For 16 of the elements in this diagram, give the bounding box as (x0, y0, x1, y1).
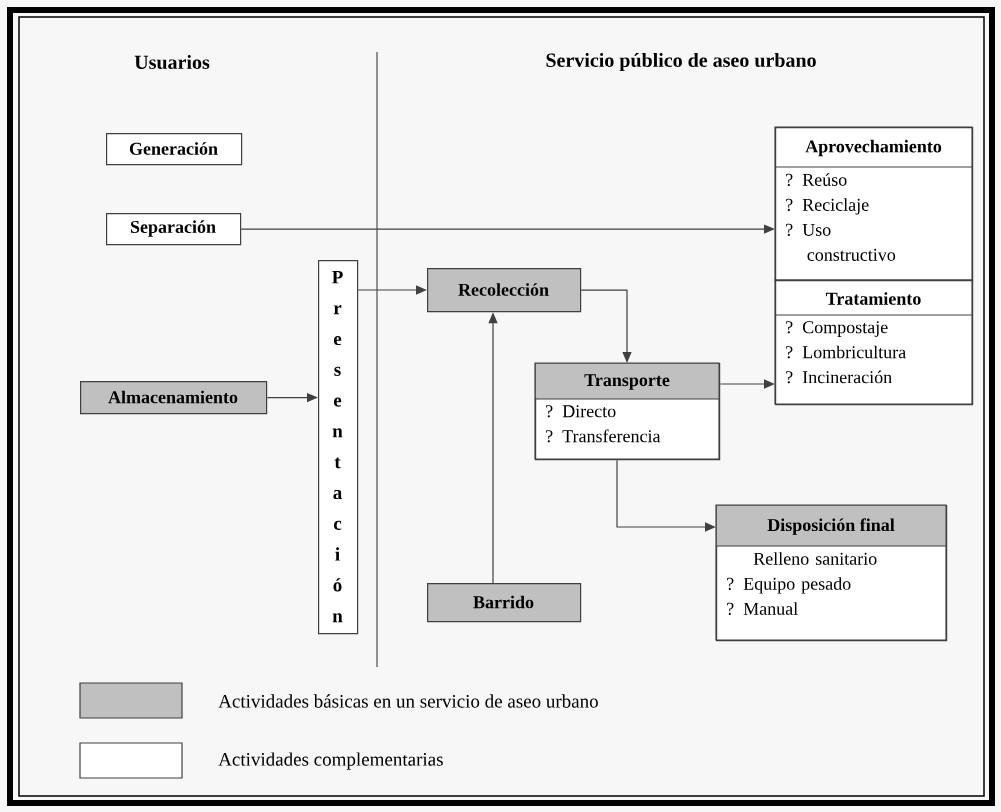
column-heading: Usuarios (134, 54, 210, 70)
process-box: Generación (106, 133, 243, 166)
process-box: Disposición final Relleno sanitario ? Equipo pesado ? Manual (715, 504, 948, 642)
arrow (580, 289, 632, 363)
process-box: Recolección (427, 268, 582, 313)
arrow (357, 285, 427, 295)
process-box: Aprovechamiento ? Reúso ? Reciclaje ? Uso constructivo (774, 126, 974, 282)
process-box: Separación (106, 213, 242, 246)
legend-text: Actividades complementarias (218, 752, 443, 770)
process-box: Presentación (318, 260, 359, 635)
process-box: Barrido (427, 583, 582, 623)
legend-text: Actividades básicas en un servicio de aseo urbano (218, 694, 598, 708)
process-box: Transporte ? Directo ? Transferencia (534, 362, 721, 461)
process-box: Almacenamiento (80, 381, 268, 415)
column-heading: Servicio público de aseo urbano (546, 52, 816, 72)
process-box: Tratamiento ? Compostaje ? Lombricultura ? Incineración (774, 279, 974, 406)
